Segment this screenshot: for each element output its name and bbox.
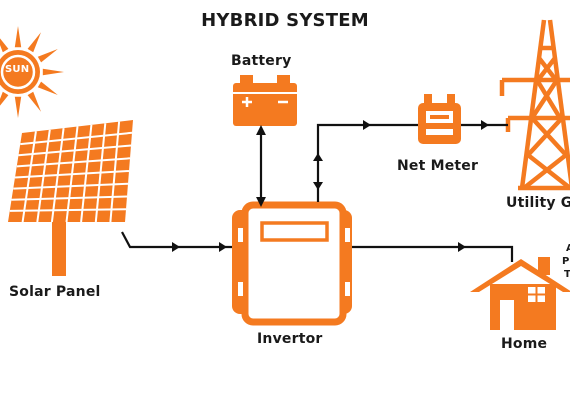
sun-ray: [27, 32, 41, 53]
link-solar-to-inverter: [121, 231, 232, 249]
sun-label: SUN: [5, 64, 30, 75]
sun-ray: [37, 81, 58, 95]
sun-ray: [0, 38, 9, 53]
sun-ray: [14, 96, 22, 118]
sun-ray: [42, 68, 64, 76]
sun-ray: [14, 26, 22, 48]
solar-panel-icon: [8, 120, 133, 276]
clipped-label-2: Po: [562, 256, 570, 267]
panel-cell-line: [13, 182, 129, 190]
battery-icon: [233, 75, 297, 126]
home-icon: [470, 257, 570, 330]
net-meter-icon: [418, 94, 461, 144]
utility-grid-label: Utility G: [506, 195, 570, 211]
panel-cell-line: [14, 170, 130, 179]
battery-label: Battery: [231, 53, 292, 69]
clipped-label-1: A: [566, 243, 570, 254]
panel-cell-line: [16, 157, 131, 168]
link-inverter-to-home: [352, 245, 514, 262]
sun-ray: [27, 91, 41, 112]
connection-lines: [121, 120, 514, 262]
solar-panel-label: Solar Panel: [9, 284, 101, 300]
diagram-title: HYBRID SYSTEM: [201, 10, 369, 31]
panel-cell-line: [18, 144, 132, 157]
panel-cell-line: [11, 195, 128, 201]
inverter-icon: [232, 201, 352, 326]
transmission-tower-icon: [499, 19, 570, 191]
sun-icon: [0, 26, 64, 118]
sun-ray: [37, 49, 58, 63]
clipped-label-3: T: [564, 269, 570, 280]
inverter-label: Invertor: [257, 331, 323, 347]
panel-cell-line: [9, 208, 127, 212]
panel-cell-line: [20, 131, 133, 146]
sun-ray: [0, 91, 9, 106]
home-label: Home: [501, 336, 548, 352]
net-meter-label: Net Meter: [397, 158, 479, 174]
link-inverter-to-netmeter: [316, 123, 418, 202]
